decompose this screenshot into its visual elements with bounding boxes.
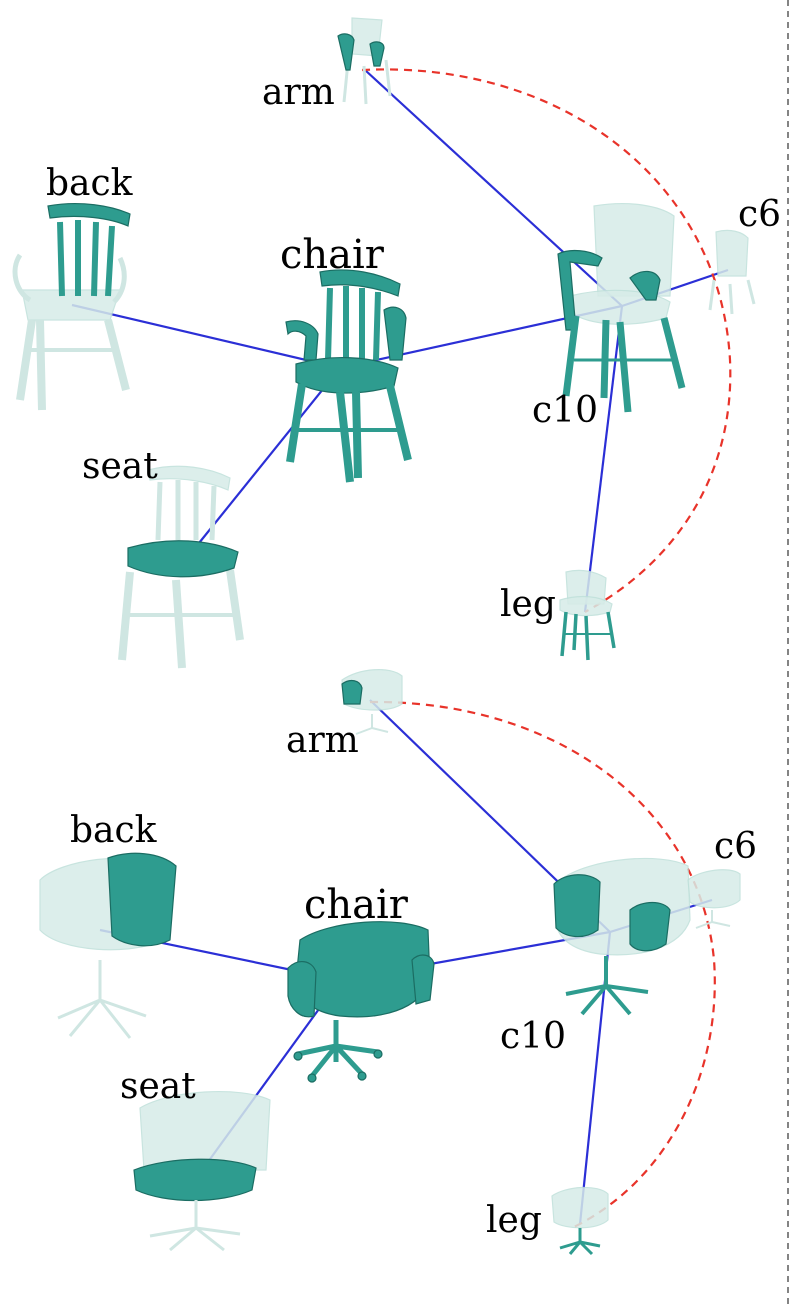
edge-chair-seat [194,367,341,549]
label-c6: c6 [714,826,757,867]
top-diagram: chair back seat arm c6 c10 leg [12,17,781,669]
label-arm: arm [286,720,359,761]
node-seat [118,465,244,669]
label-c6: c6 [738,194,781,235]
node-c10 [557,203,686,413]
node-back [12,202,131,411]
node-chair [285,269,412,483]
node-leg [551,1186,609,1256]
edge-c10-arm [364,69,623,307]
label-c10: c10 [532,390,598,431]
label-c10: c10 [500,1016,566,1057]
dashed-arc [361,68,732,613]
label-leg: leg [486,1200,542,1241]
node-chair [287,921,435,1083]
label-back: back [46,163,134,204]
label-chair: chair [304,882,409,928]
label-seat: seat [82,446,158,487]
node-arm [337,17,392,105]
bottom-diagram: chair back seat arm c6 c10 leg [39,669,757,1256]
node-arm [341,669,403,735]
node-c6 [708,229,756,315]
dashed-arc [369,700,716,1229]
label-back: back [70,810,158,851]
label-chair: chair [280,232,385,278]
edge-c10-leg [583,305,624,613]
label-arm: arm [262,72,335,113]
node-seat [133,1090,271,1252]
node-leg [559,569,616,661]
node-c10 [553,857,691,1016]
node-back [39,852,177,1039]
edge-chair-back [71,303,341,370]
label-leg: leg [500,584,556,625]
node-c6 [687,869,741,929]
label-seat: seat [120,1066,196,1107]
